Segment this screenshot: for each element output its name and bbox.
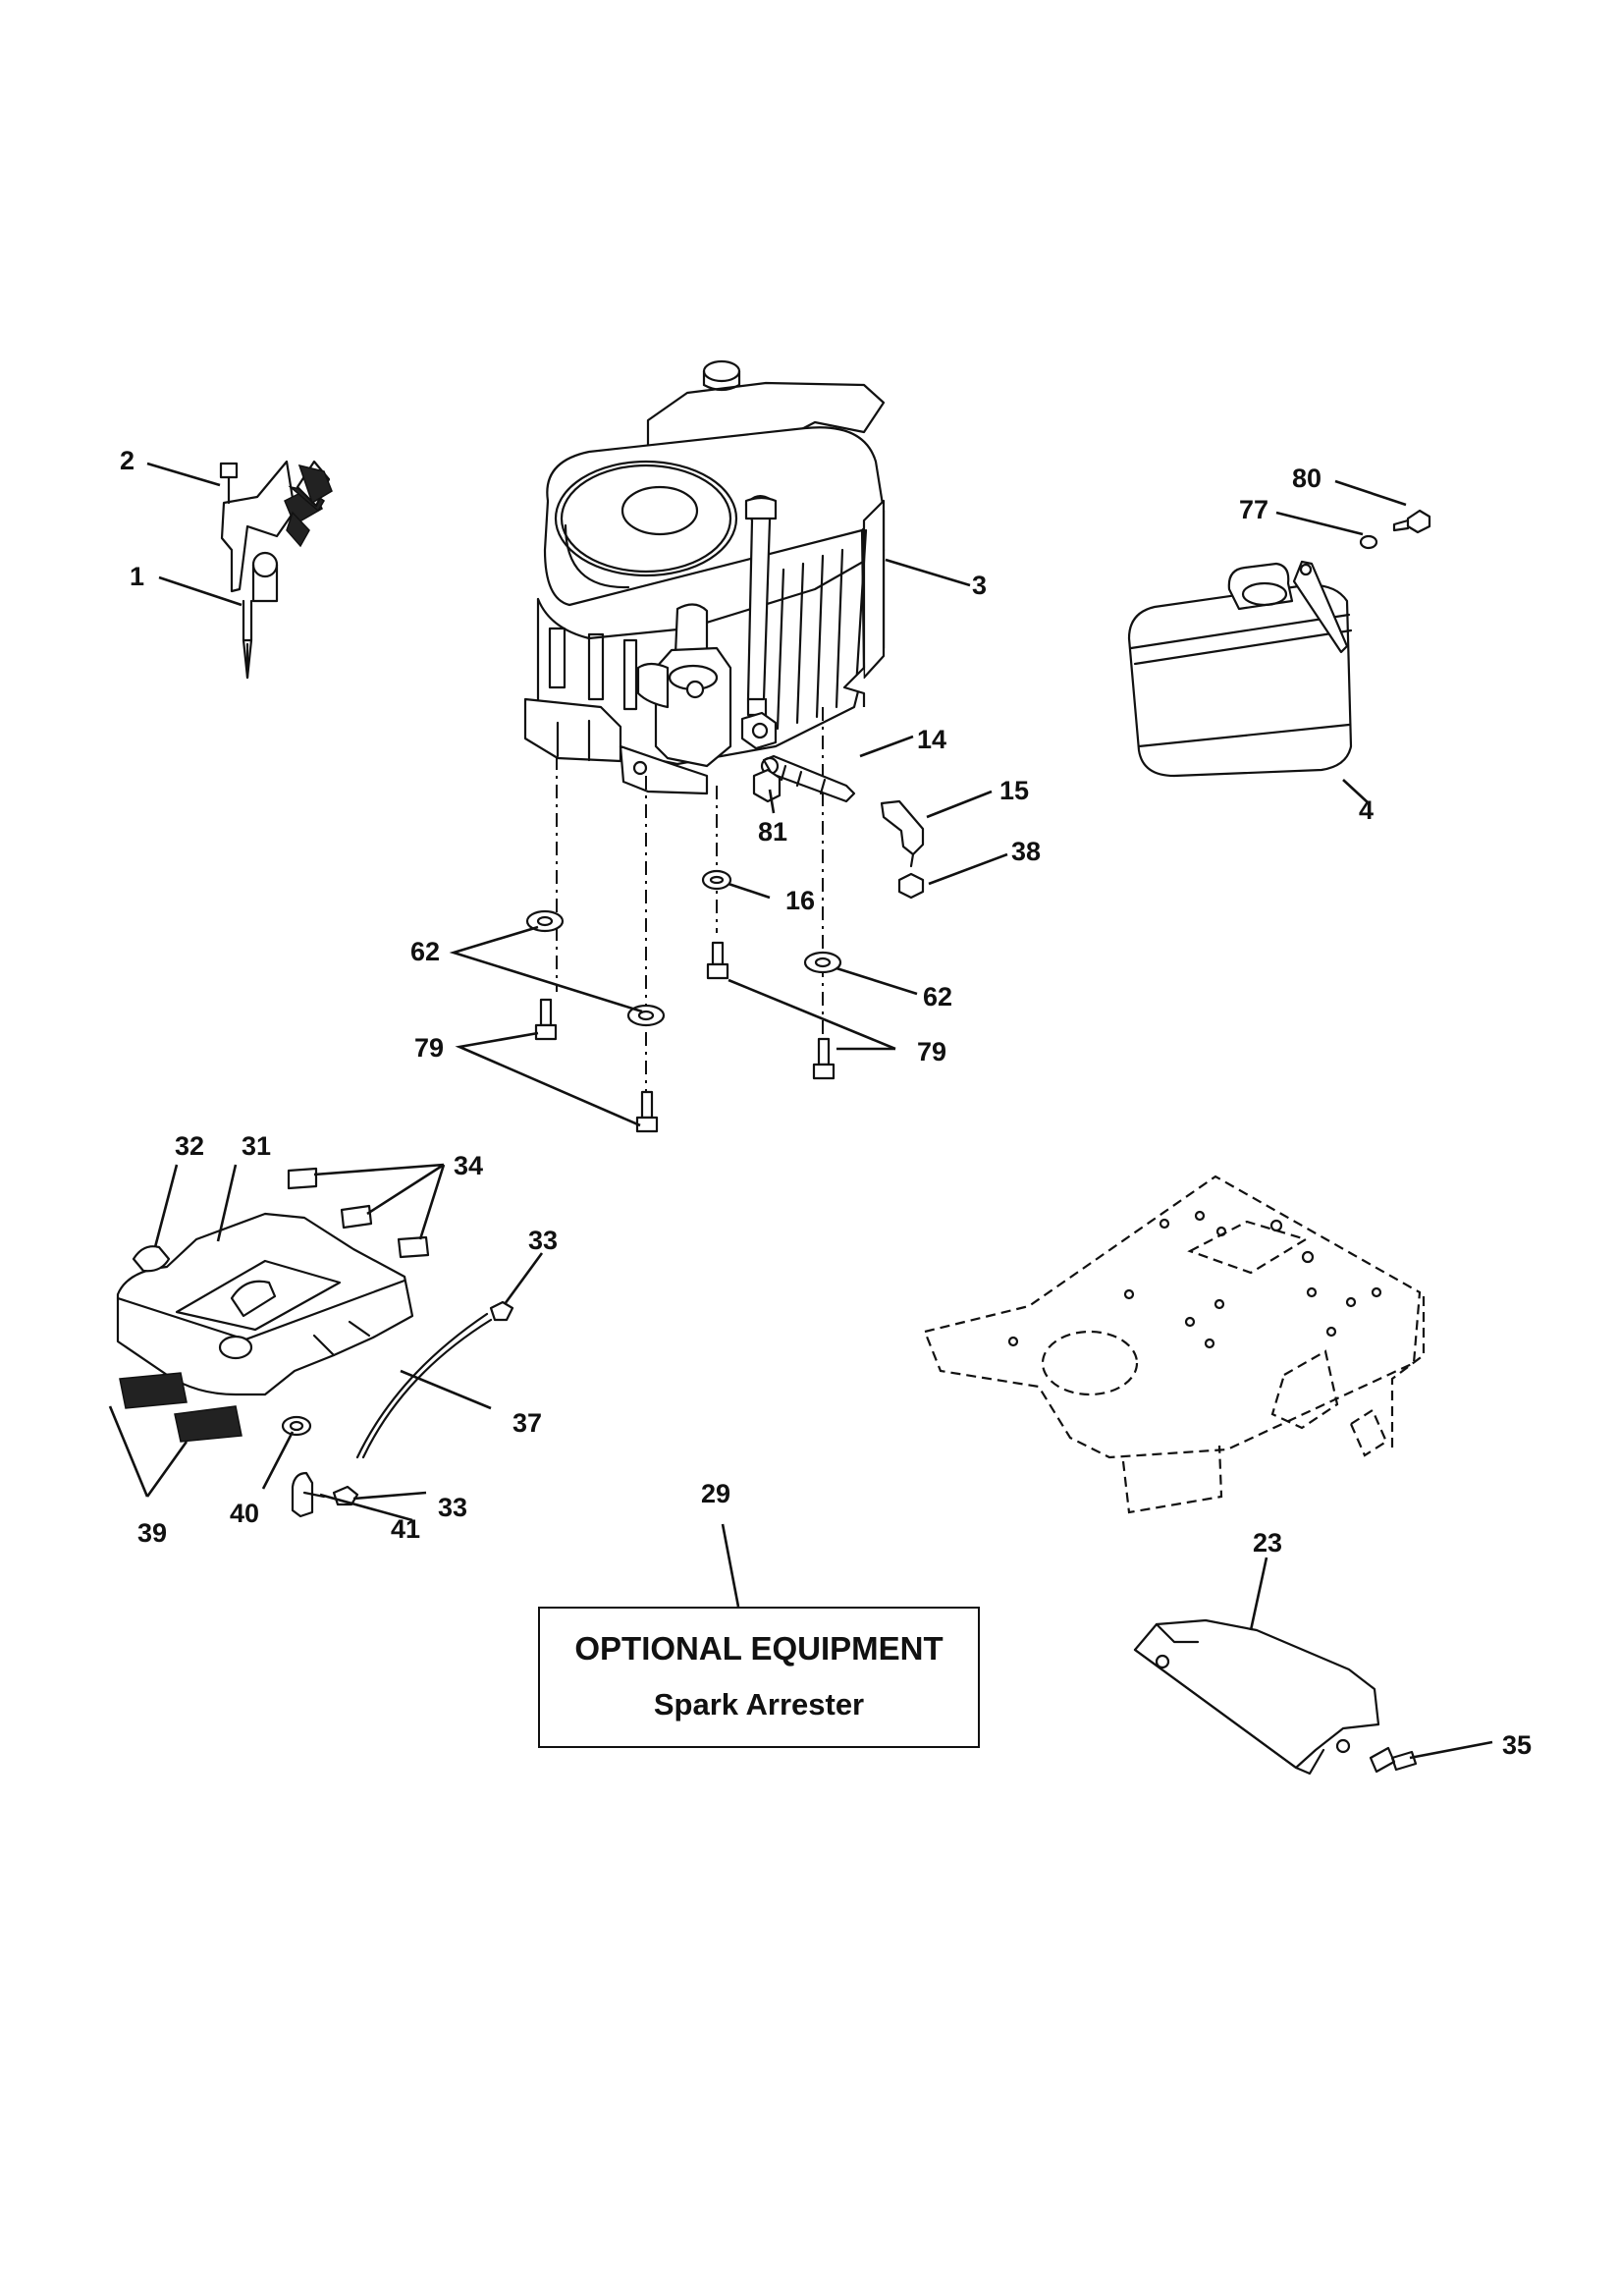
optional-equipment-box: OPTIONAL EQUIPMENT Spark Arrester <box>538 1607 980 1748</box>
callout-77: 77 <box>1239 495 1268 524</box>
callout-2: 2 <box>120 446 135 475</box>
callout-79-left: 79 <box>414 1033 444 1063</box>
callout-15: 15 <box>999 776 1029 805</box>
heat-shield-part <box>1133 1618 1418 1776</box>
callout-62-right: 62 <box>923 982 952 1011</box>
callout-32: 32 <box>175 1131 204 1161</box>
optional-equipment-title: OPTIONAL EQUIPMENT <box>574 1630 944 1667</box>
frame-reference <box>923 1175 1426 1514</box>
callout-33-top: 33 <box>528 1226 558 1255</box>
callout-33-bottom: 33 <box>438 1493 467 1522</box>
spark-arrester-label: Spark Arrester <box>653 1687 865 1722</box>
washers-and-bolts-part <box>525 869 842 1133</box>
muffler-part <box>1127 509 1431 778</box>
callout-37: 37 <box>512 1408 542 1438</box>
callout-31: 31 <box>242 1131 271 1161</box>
callout-34: 34 <box>454 1151 483 1180</box>
callout-16: 16 <box>785 886 815 915</box>
spark-arrester-kit-part <box>116 1167 514 1518</box>
callout-40: 40 <box>230 1499 259 1528</box>
callout-38: 38 <box>1011 837 1041 866</box>
callout-1: 1 <box>130 562 144 591</box>
callout-35: 35 <box>1502 1730 1532 1760</box>
leader-lines <box>108 462 1493 1760</box>
callout-80: 80 <box>1292 464 1321 493</box>
fuel-fittings-part <box>752 754 925 900</box>
throttle-bracket-part <box>219 460 333 680</box>
callout-4: 4 <box>1359 795 1374 825</box>
callout-79-right: 79 <box>917 1037 946 1066</box>
callout-23: 23 <box>1253 1528 1282 1558</box>
callout-29: 29 <box>701 1479 730 1508</box>
callout-39: 39 <box>137 1518 167 1548</box>
engine-part <box>523 359 886 795</box>
callout-41: 41 <box>391 1514 420 1544</box>
mounting-guide-lines <box>556 707 824 1100</box>
callout-3: 3 <box>972 571 987 600</box>
callout-14: 14 <box>917 725 946 754</box>
callout-numbers: 2 1 3 80 77 4 14 15 38 81 16 62 62 79 79… <box>120 446 1532 1760</box>
callout-62-left: 62 <box>410 937 440 966</box>
callout-81: 81 <box>758 817 787 847</box>
